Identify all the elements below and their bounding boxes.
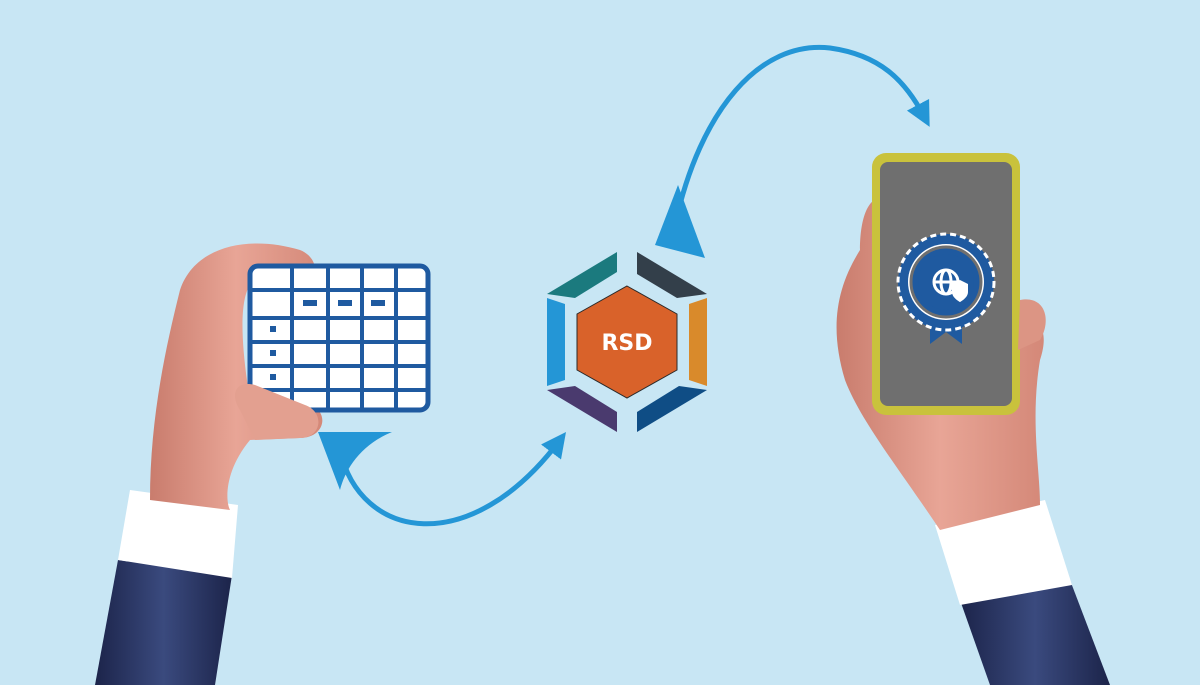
left-hand — [95, 243, 323, 685]
arrow-table-to-hub — [337, 432, 567, 527]
hub-label: RSD — [601, 331, 652, 356]
arrow-hub-to-phone — [672, 44, 930, 226]
hub-segment — [547, 386, 617, 432]
hub-segment — [547, 298, 565, 386]
table-grid-icon — [235, 263, 431, 440]
hub-segment — [637, 252, 707, 298]
hub-segment — [637, 386, 707, 432]
right-cuff — [935, 500, 1072, 605]
left-palm — [150, 243, 323, 510]
right-sleeve — [960, 580, 1110, 685]
left-sleeve — [95, 560, 232, 685]
phone — [872, 153, 1046, 415]
arrow-tail-hub — [655, 185, 705, 258]
hexagon-hub-icon: RSD — [547, 252, 707, 432]
arrow-tail-left — [318, 432, 392, 490]
hub-segment — [547, 252, 617, 298]
hub-center — [576, 285, 678, 399]
certificate-badge-icon — [896, 232, 996, 344]
hub-segment — [689, 298, 707, 386]
left-cuff — [118, 490, 238, 578]
